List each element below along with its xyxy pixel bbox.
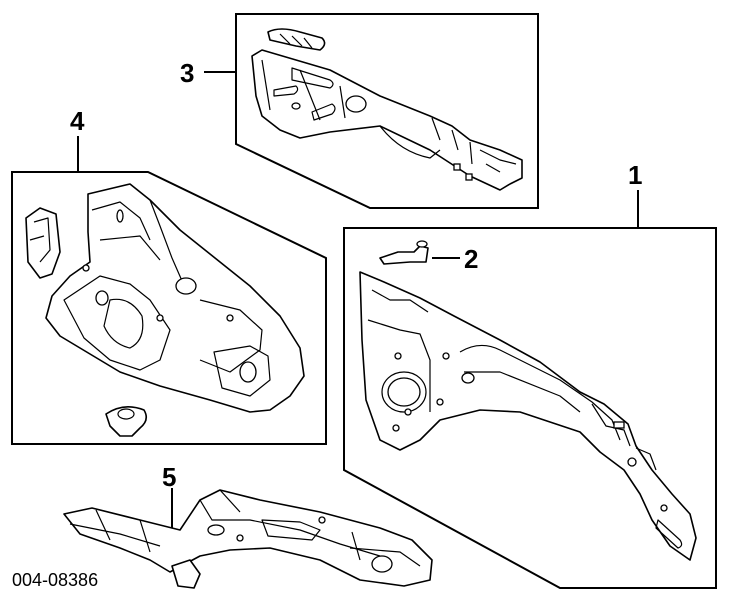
part-1-frame bbox=[343, 227, 717, 589]
callout-3: 3 bbox=[180, 58, 194, 88]
callout-4: 4 bbox=[70, 106, 85, 136]
part-4-group: 4 bbox=[11, 106, 327, 445]
part-3-frame bbox=[235, 13, 539, 209]
part-5-drawing bbox=[63, 489, 433, 589]
part-3-group: 3 bbox=[180, 13, 539, 209]
part-4-frame bbox=[11, 171, 327, 445]
part-3-drawing bbox=[251, 28, 523, 191]
part-1-group: 1 2 bbox=[343, 160, 717, 589]
part-5-group: 5 004-08386 bbox=[12, 462, 433, 590]
part-1-drawing bbox=[359, 271, 697, 561]
callout-2: 2 bbox=[464, 244, 478, 274]
diagram-code: 004-08386 bbox=[12, 570, 98, 590]
part-2-drawing bbox=[379, 240, 429, 265]
callout-1: 1 bbox=[628, 160, 642, 190]
part-4-drawing bbox=[25, 183, 305, 437]
callout-5: 5 bbox=[162, 462, 176, 492]
